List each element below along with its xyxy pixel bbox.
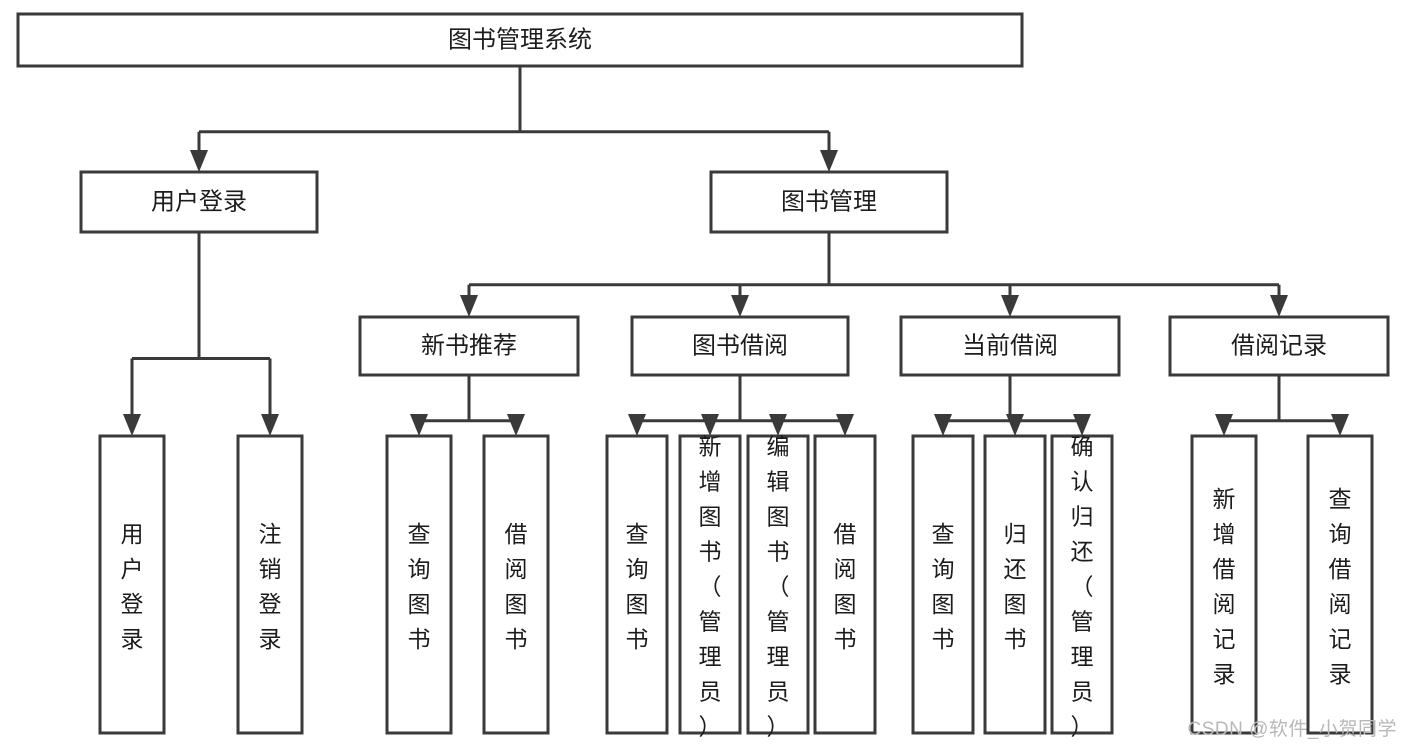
node-leaf-borrow-book-2[interactable]: 借阅图书 [813,434,877,735]
node-label: 用户登录 [151,188,247,215]
node-leaf-query-book-1[interactable]: 查询图书 [385,434,453,735]
node-label: 借阅图书 [505,521,528,652]
node-root-root[interactable]: 图书管理系统 [16,12,1024,68]
node-leaf-edit-book[interactable]: 编辑图书（管理员） [746,433,810,739]
node-leaf-return-book[interactable]: 归还图书 [983,434,1047,735]
node-leaf-borrow-book-1[interactable]: 借阅图书 [482,434,550,735]
arrowhead-icon [261,414,279,436]
arrowhead-icon [701,414,719,436]
arrowhead-icon [123,414,141,436]
arrowhead-icon [1215,414,1233,436]
arrowhead-icon [1073,414,1091,436]
node-label: 借阅图书 [834,521,857,652]
node-label: 图书借阅 [692,332,788,359]
arrowhead-icon [1331,414,1349,436]
node-label: 借阅记录 [1231,332,1327,359]
arrowhead-icon [820,150,838,172]
arrowhead-icon [460,295,478,317]
node-leaf-query-record[interactable]: 查询借阅记录 [1306,434,1374,735]
arrowhead-icon [1006,414,1024,436]
node-current-borrow[interactable]: 当前借阅 [899,315,1121,377]
node-label: 图书管理 [781,188,877,215]
node-leaf-add-book[interactable]: 新增图书（管理员） [678,433,742,739]
node-borrow-record[interactable]: 借阅记录 [1168,315,1390,377]
arrowhead-icon [934,414,952,436]
node-label: 图书管理系统 [448,26,592,53]
node-label: 新书推荐 [421,332,517,359]
node-leaf-add-record[interactable]: 新增借阅记录 [1190,434,1258,735]
node-label: 查询借阅记录 [1329,486,1352,687]
node-leaf-query-book-3[interactable]: 查询图书 [911,434,975,735]
node-label: 当前借阅 [962,332,1058,359]
arrowhead-icon [731,295,749,317]
arrowhead-icon [190,150,208,172]
arrowhead-icon [410,414,428,436]
arrowhead-icon [1270,295,1288,317]
node-label: 新增借阅记录 [1213,486,1236,687]
node-layer: 图书管理系统用户登录图书管理新书推荐图书借阅当前借阅借阅记录用户登录注销登录查询… [16,12,1390,739]
node-label: 查询图书 [626,521,649,652]
csdn-watermark: CSDN @软件_小贺同学 [1187,719,1397,740]
node-new-book-rec[interactable]: 新书推荐 [358,315,580,377]
node-label: 新增图书（管理员） [699,433,722,739]
node-user-login[interactable]: 用户登录 [79,170,319,234]
arrowhead-icon [836,414,854,436]
arrowhead-icon [628,414,646,436]
node-label: 查询图书 [932,521,955,652]
arrowhead-icon [1001,295,1019,317]
node-label: 注销登录 [259,521,282,652]
node-book-borrow[interactable]: 图书借阅 [630,315,850,377]
arrowhead-icon [507,414,525,436]
node-label: 用户登录 [121,521,144,652]
node-book-manage[interactable]: 图书管理 [709,170,949,234]
connector-layer [123,66,1349,436]
node-leaf-query-book-2[interactable]: 查询图书 [605,434,669,735]
node-label: 确认归还（管理员） [1071,433,1094,739]
node-label: 归还图书 [1004,521,1027,652]
arrowhead-icon [769,414,787,436]
node-leaf-user-login[interactable]: 用户登录 [98,434,166,735]
node-leaf-confirm-return[interactable]: 确认归还（管理员） [1050,433,1114,739]
node-label: 查询图书 [408,521,431,652]
node-leaf-logout[interactable]: 注销登录 [236,434,304,735]
node-label: 编辑图书（管理员） [767,433,790,739]
